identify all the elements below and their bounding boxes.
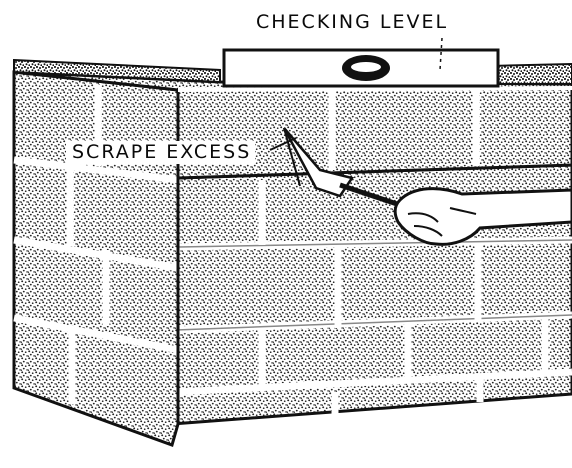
spirit-level-icon <box>224 38 498 86</box>
side-wall-face <box>14 72 178 445</box>
scrape-excess-label: SCRAPE EXCESS <box>66 141 255 164</box>
checking-level-label: CHECKING LEVEL <box>256 13 448 32</box>
